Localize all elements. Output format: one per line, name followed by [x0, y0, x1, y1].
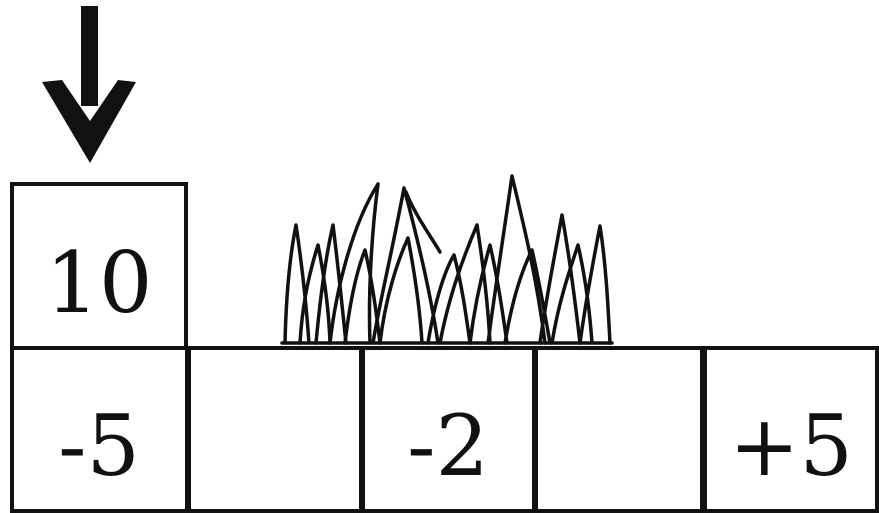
bottom-cell-3-value: -2	[407, 397, 489, 495]
down-arrow-icon	[42, 6, 136, 163]
bottom-cell-2	[189, 348, 361, 511]
grass-icon	[282, 176, 612, 343]
bottom-cell-1: -5	[12, 348, 187, 511]
bottom-row: -5 -2 +5	[12, 348, 877, 511]
bottom-cell-3: -2	[363, 348, 534, 511]
bottom-cell-5: +5	[705, 348, 877, 511]
top-cell-value: 10	[46, 234, 153, 332]
top-cell: 10	[12, 184, 186, 348]
bottom-cell-1-value: -5	[58, 397, 140, 495]
bottom-cell-4	[536, 348, 702, 511]
bottom-cell-5-value: +5	[729, 397, 853, 495]
